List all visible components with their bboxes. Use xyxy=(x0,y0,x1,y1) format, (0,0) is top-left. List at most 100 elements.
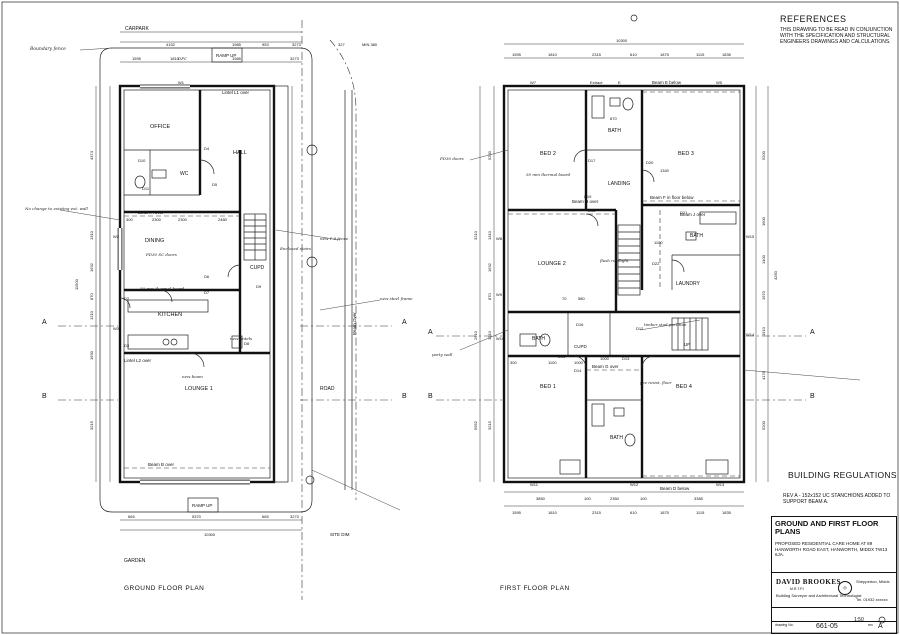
ff-dim-right-2: 1600 xyxy=(761,216,766,226)
ff-label-d15: D15 xyxy=(558,354,566,359)
gf-door-arc-lounge xyxy=(189,352,205,368)
gf-door-arc-d4 xyxy=(199,159,215,175)
gf-label-lintel-l1: Lintel L1 over xyxy=(222,90,250,95)
gf-stairs xyxy=(243,213,267,261)
gf-door-arc-d7 xyxy=(227,264,241,278)
gf-label-ramp-bottom: RAMP UP xyxy=(192,503,212,508)
gf-room-dining: DINING xyxy=(145,238,164,244)
references-note: THIS DRAWING TO BE READ IN CONJUNCTION W… xyxy=(780,27,893,45)
references-panel: REFERENCES THIS DRAWING TO BE READ IN CO… xyxy=(780,14,896,45)
ff-section-a-r: A xyxy=(810,329,815,336)
gf-note-new-steel: new steel frame xyxy=(380,296,413,301)
ff-label-beam-j: Beam J over xyxy=(680,212,706,217)
gf-label-beam-b: Beam B over xyxy=(148,462,175,467)
ff-dim-right-3: 1400 xyxy=(761,254,766,264)
gf-door-arc-ext xyxy=(119,297,131,309)
ff-room-bath3: BATH xyxy=(690,233,703,239)
ff-caption: FIRST FLOOR PLAN xyxy=(500,585,570,592)
ff-room-bed4: BED 4 xyxy=(676,384,692,390)
ff-label-w14: W14 xyxy=(746,332,755,337)
gf-leader-1 xyxy=(59,209,121,221)
gf-label-beam-over: Beam Over xyxy=(352,312,357,335)
ff-label-w7: W7 xyxy=(530,80,537,85)
gf-label-w1: W1 xyxy=(178,80,185,85)
gf-manhole-2 xyxy=(306,256,318,268)
ff-note-party: party wall xyxy=(432,352,453,357)
ground-floor-plan: OFFICE HALL WC DINING KITCHEN CUPD LOUNG… xyxy=(24,20,413,600)
gf-room-hall: HALL xyxy=(233,150,247,156)
ff-note-fd30: FD30 doors xyxy=(439,156,464,161)
ff-door-arc-bed1 xyxy=(573,355,587,369)
gf-label-d11: D11 xyxy=(142,186,150,191)
gf-fridge xyxy=(231,335,243,349)
firm-telephone: Tel. 01932 xxxxxx xyxy=(856,597,888,602)
gf-dim-left-total: 11500 xyxy=(74,278,79,290)
ff-dim-left-3: 1310 xyxy=(487,230,492,240)
ff-door-arc-bed3 xyxy=(641,169,655,183)
ff-dim-inner-4: 300 xyxy=(510,360,517,365)
gf-section-a-r: A xyxy=(402,319,407,326)
ff-dim-right-7: 4178 xyxy=(761,370,766,380)
ff-label-d17: D17 xyxy=(588,158,596,163)
gf-leader-3 xyxy=(319,299,381,311)
ff-dim-bottom2-1: 1595 xyxy=(512,510,522,515)
gf-label-beam-a: Beam A over xyxy=(138,210,164,215)
ff-dim-right-5: 1510 xyxy=(761,326,766,336)
gf-label-d5: D5 xyxy=(212,182,218,187)
ff-dim-top-3: 2315 xyxy=(592,52,602,57)
gf-label-d9: D9 xyxy=(256,284,262,289)
gf-dim-left-5: 1210 xyxy=(89,310,94,320)
ff-dim-bottom2-5: 1875 xyxy=(660,510,670,515)
gf-label-d6: D6 xyxy=(204,274,210,279)
gf-outer-wall xyxy=(118,84,276,484)
revision-note: REV A - 152x152 UC STANCHIONS ADDED TO S… xyxy=(783,493,891,505)
gf-dim-top-4: 3273 xyxy=(292,42,302,47)
ff-fixtures xyxy=(519,95,737,475)
gf-label-site-dim: SITE DIM xyxy=(330,532,350,537)
gf-label-road: ROAD xyxy=(320,386,335,392)
sheet-mark-icon xyxy=(878,616,886,624)
gf-hob-2 xyxy=(170,338,178,346)
gf-hob xyxy=(162,338,170,346)
gf-dim-mid-4: 300 xyxy=(126,217,133,222)
gf-dim-top-2: 1985 xyxy=(232,42,242,47)
ff-dim-left-1: 5200 xyxy=(487,150,492,160)
gf-room-wc: WC xyxy=(180,171,189,177)
gf-dim-bottom-3: 665 xyxy=(262,514,269,519)
gf-dim-top2-2: 1810 xyxy=(170,56,180,61)
ff-dim-left-4: 1632 xyxy=(487,262,492,272)
gf-label-ramp-top: RAMP UP xyxy=(216,53,236,58)
ff-label-w11: W11 xyxy=(530,482,539,487)
ff-section-a: A xyxy=(428,329,433,336)
ff-note-flush: flush rooflight xyxy=(599,258,629,263)
ff-room-cupd: CUPD xyxy=(574,344,588,349)
gf-dim-top2-3: 1985 xyxy=(232,56,242,61)
firm-description: Building Surveyor and Architectural Tech… xyxy=(776,593,862,598)
ff-dim-right-4: 1970 xyxy=(761,290,766,300)
ff-room-laundry: LAUNDRY xyxy=(676,281,700,287)
ff-section-b: B xyxy=(428,393,433,400)
gf-dim-bottom-total: 10300 xyxy=(204,532,216,537)
ff-dim-bottom-2: 100 xyxy=(584,496,591,501)
gf-label-w3: W3 xyxy=(113,326,120,331)
ff-room-bed3: BED 3 xyxy=(678,151,694,157)
firm-qualifications: M.R.T.P.I xyxy=(790,587,804,591)
ff-label-w13: W13 xyxy=(716,482,725,487)
gf-room-office: OFFICE xyxy=(150,124,170,130)
ff-dim-bottom-4: 100 xyxy=(640,496,647,501)
gf-label-d7: D7 xyxy=(204,290,210,295)
gf-leader-2 xyxy=(275,229,341,241)
ff-dim-bottom2-3: 2315 xyxy=(592,510,602,515)
first-floor-plan: BATH BED 2 BED 3 LANDING LOUNGE 2 BATH L… xyxy=(428,38,861,592)
gf-dim-lines xyxy=(95,31,302,531)
ff-dim-inner-7: 70 xyxy=(562,296,567,301)
north-point-icon xyxy=(630,14,638,22)
ff-door-arc-laundry xyxy=(671,259,685,273)
gf-label-d8: D8 xyxy=(244,341,250,346)
title-block-divider-2 xyxy=(772,607,896,608)
gf-wc-toilet xyxy=(134,175,146,189)
ff-label-d13: D13 xyxy=(622,356,630,361)
ff-room-bath1: BATH xyxy=(608,128,621,134)
ff-room-lounge2: LOUNGE 2 xyxy=(538,261,566,267)
ff-label-w10: W10 xyxy=(496,336,505,341)
